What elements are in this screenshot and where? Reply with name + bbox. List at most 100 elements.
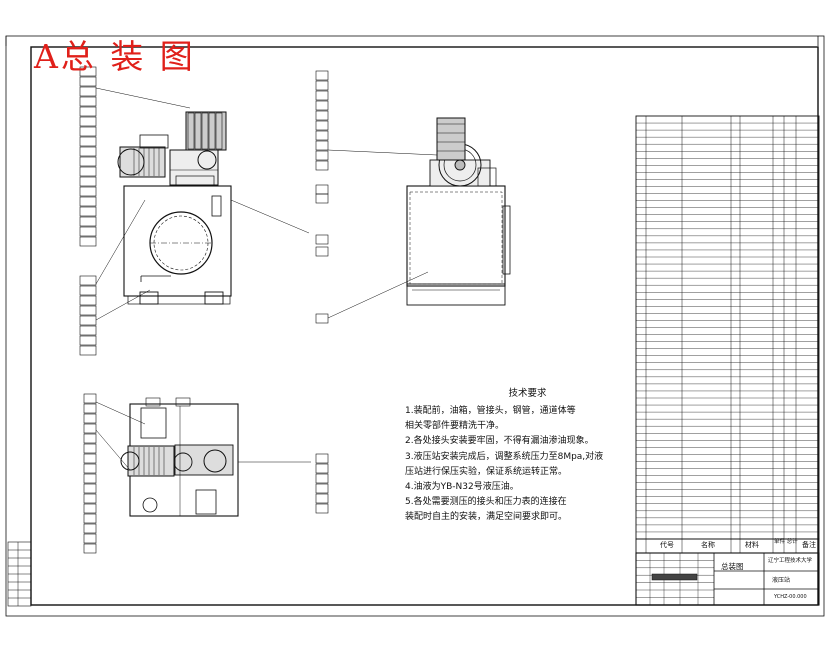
tank-base [127, 295, 231, 305]
balloon-label [83, 473, 97, 484]
balloon-label [79, 76, 97, 87]
title-block-drawing-title: 总装图 [721, 562, 744, 571]
balloon-label [79, 116, 97, 127]
top-breather [195, 489, 217, 515]
technical-requirements: 技术要求 1.装配前，油箱，管接头，钢管，通道体等 相关零部件要精洗干净。 2.… [405, 385, 630, 526]
balloon-label [79, 186, 97, 197]
leader-line [327, 271, 429, 319]
requirement-line: 1.装配前，油箱，管接头，钢管，通道体等 [405, 406, 576, 416]
top-gauge [173, 452, 193, 472]
valve-stack [185, 111, 227, 151]
leader-line [95, 429, 131, 471]
balloon-label [79, 285, 97, 296]
balloon-label [79, 335, 97, 346]
balloon-label [315, 234, 329, 245]
balloon-label [79, 156, 97, 167]
balloon-label [79, 126, 97, 137]
side-flange-hub [454, 159, 466, 171]
balloon-label [315, 100, 329, 111]
valve-element [208, 112, 216, 150]
balloon-label [315, 313, 329, 324]
balloon-label [79, 146, 97, 157]
inner-frame [30, 46, 819, 606]
balloon-label [83, 433, 97, 444]
balloon-label [83, 443, 97, 454]
balloon-label [315, 463, 329, 474]
balloon-label [315, 150, 329, 161]
bom-header-code: 代号 [660, 541, 674, 549]
leader-line [95, 401, 146, 425]
top-motor [127, 445, 175, 477]
balloon-label [315, 473, 329, 484]
balloon-label [79, 275, 97, 286]
balloon-label [315, 110, 329, 121]
leader-line [327, 149, 438, 156]
balloon-label [79, 166, 97, 177]
valve-element [215, 112, 223, 150]
balloon-label [83, 523, 97, 534]
balloon-label [79, 325, 97, 336]
requirement-line: 装配时自主的安装，满足空间要求即可。 [405, 512, 568, 523]
balloon-label [315, 130, 329, 141]
bom-header-weight: 单件 总计 [774, 539, 798, 545]
title-block-product: 液压站 [772, 577, 791, 584]
tank-foot-right [204, 291, 224, 305]
balloon-label [83, 493, 97, 504]
pressure-gauge [197, 150, 217, 170]
tank-side-base [406, 283, 506, 306]
bom-header-material: 材料 [745, 541, 759, 549]
balloon-label [83, 533, 97, 544]
bom-header-remark: 备注 [802, 541, 816, 549]
balloon-label [83, 463, 97, 474]
title-block-code: YCHZ-00.000 [774, 594, 807, 600]
requirement-line: 5.各处需要测压的接头和压力表的连接在 [405, 497, 567, 508]
top-filter [203, 449, 227, 473]
balloon-label [79, 86, 97, 97]
balloon-label [83, 413, 97, 424]
balloon-label [145, 397, 161, 407]
balloon-label [83, 403, 97, 414]
requirement-line: 2.各处接头安装要牢固，不得有漏油渗油现象。 [405, 436, 594, 447]
title-block-school: 辽宁工程技术大学 [768, 558, 813, 564]
balloon-label [79, 136, 97, 147]
balloon-label [315, 90, 329, 101]
tank-side-inner [409, 191, 503, 285]
balloon-label [315, 503, 329, 514]
requirement-line: 4.油液为YB-N32号液压油。 [405, 482, 519, 493]
balloon-label [315, 453, 329, 464]
motor-terminal-box [139, 134, 169, 149]
valve-element [187, 112, 195, 150]
balloon-label [79, 236, 97, 247]
requirement-line: 相关零部件要精洗干净。 [405, 421, 505, 432]
balloon-label [79, 96, 97, 107]
balloon-label [79, 295, 97, 306]
balloon-label [315, 493, 329, 504]
mount-plate [175, 175, 215, 187]
side-accumulator [477, 167, 497, 187]
tank-front-body [123, 185, 232, 297]
balloon-label [315, 193, 329, 204]
balloon-label [315, 160, 329, 171]
balloon-label [83, 423, 97, 434]
leader-line [95, 87, 191, 109]
side-valve-stack [436, 117, 466, 161]
balloon-label [79, 305, 97, 316]
drawing-stamp-title: A总 装 图 [34, 37, 196, 76]
balloon-label [315, 80, 329, 91]
side-cover [502, 205, 511, 275]
top-fill-cap [142, 497, 158, 513]
title-block-fill [651, 573, 698, 581]
balloon-label [83, 513, 97, 524]
balloon-label [175, 397, 191, 407]
balloon-label [79, 206, 97, 217]
balloon-label [315, 70, 329, 81]
sight-glass [211, 195, 222, 217]
requirements-title: 技术要求 [508, 388, 547, 399]
balloon-label [315, 246, 329, 257]
balloon-label [83, 503, 97, 514]
pump-block [169, 149, 219, 186]
balloon-label [83, 453, 97, 464]
balloon-label [315, 140, 329, 151]
